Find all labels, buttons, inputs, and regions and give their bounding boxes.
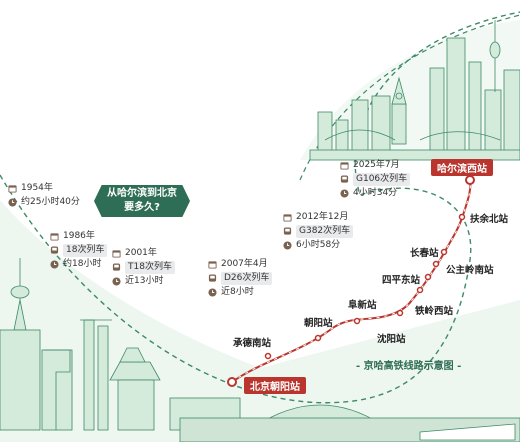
station-dot-gongzhuling	[432, 260, 440, 268]
clock-icon	[8, 197, 17, 207]
timeline-card-2007: 2007年4月 D26次列车 近8小时	[208, 257, 273, 299]
station-label-siping-east: 四平东站	[382, 275, 421, 286]
card-duration-row: 约18小时	[50, 257, 107, 271]
card-year-row: 1986年	[50, 229, 107, 243]
card-train-row: 18次列车	[50, 243, 108, 257]
card-year-row: 2007年4月	[208, 257, 272, 271]
card-duration: 约18小时	[63, 258, 102, 269]
calendar-icon	[112, 249, 121, 258]
station-dot-siping	[424, 273, 432, 281]
clock-icon	[283, 240, 292, 250]
question-line-2: 要多久?	[124, 202, 160, 213]
card-duration: 6小时58分	[296, 239, 341, 250]
station-label-gongzhuling-south: 公主岭南站	[446, 265, 494, 276]
station-markers	[227, 175, 475, 387]
calendar-icon	[208, 260, 217, 269]
calendar-icon	[50, 232, 59, 241]
train-icon	[283, 226, 292, 235]
harbin-skyline	[309, 20, 520, 161]
calendar-icon	[283, 213, 292, 222]
clock-icon	[208, 287, 217, 297]
station-label-shenyang: 沈阳站	[377, 334, 406, 345]
card-year: 2007年4月	[221, 258, 268, 269]
card-train: G106次列车	[353, 172, 411, 186]
card-year: 1954年	[21, 182, 53, 193]
train-icon	[340, 174, 349, 183]
station-dot-fuyu	[458, 213, 466, 221]
calendar-icon	[8, 184, 17, 193]
station-label-fuyu-north: 扶余北站	[470, 214, 509, 225]
clock-icon	[112, 276, 121, 286]
station-dot-harbin	[465, 175, 475, 185]
station-dot-chaoyang	[314, 334, 322, 342]
clock-icon	[50, 259, 59, 269]
timeline-card-1954: 1954年 约25小时40分	[8, 181, 80, 209]
station-label-changchun: 长春站	[410, 248, 439, 259]
card-year: 2025年7月	[353, 159, 400, 170]
train-silhouette	[419, 423, 516, 441]
card-duration: 近13小时	[125, 275, 164, 286]
timeline-card-2001: 2001年 T18次列车 近13小时	[112, 246, 175, 288]
timeline-card-1986: 1986年 18次列车 约18小时	[50, 229, 108, 271]
card-year-row: 1954年	[8, 181, 80, 195]
card-train: G382次列车	[296, 224, 354, 238]
question-line-1: 从哈尔滨到北京	[107, 188, 177, 199]
card-duration-row: 4小时34分	[340, 186, 410, 200]
station-label-chaoyang: 朝阳站	[304, 318, 333, 329]
card-duration-row: 6小时58分	[283, 238, 353, 252]
card-train: 18次列车	[63, 243, 108, 257]
train-icon	[208, 273, 217, 282]
card-train-row: T18次列车	[112, 260, 175, 274]
card-duration: 4小时34分	[353, 187, 398, 198]
station-dot-chengde	[264, 352, 272, 360]
card-duration: 约25小时40分	[21, 196, 80, 207]
card-train: T18次列车	[125, 260, 175, 274]
card-year-row: 2025年7月	[340, 158, 410, 172]
station-dot-fuxin	[353, 317, 361, 325]
card-train: D26次列车	[221, 271, 273, 285]
station-dot-shenyang	[396, 309, 404, 317]
station-dot-beijing	[227, 377, 237, 387]
card-year-row: 2012年12月	[283, 210, 353, 224]
card-train-row: G106次列车	[340, 172, 411, 186]
dashed-arc	[0, 11, 520, 404]
station-label-tieling-west: 铁岭西站	[415, 306, 454, 317]
card-duration: 近8小时	[221, 286, 254, 297]
station-label-beijing-chaoyang: 北京朝阳站	[244, 377, 306, 394]
card-year: 2012年12月	[296, 211, 349, 222]
station-label-fuxin: 阜新站	[348, 300, 377, 311]
train-icon	[112, 262, 121, 271]
train-icon	[50, 245, 59, 254]
timeline-card-2012: 2012年12月 G382次列车 6小时58分	[283, 210, 354, 252]
timeline-card-2025: 2025年7月 G106次列车 4小时34分	[340, 158, 411, 200]
clock-icon	[340, 188, 349, 198]
station-dot-changchun	[440, 248, 448, 256]
card-year-row: 2001年	[112, 246, 175, 260]
station-dot-tieling	[416, 286, 424, 294]
card-train-row: D26次列车	[208, 271, 273, 285]
question-banner: 从哈尔滨到北京 要多久?	[94, 185, 190, 217]
card-train-row: G382次列车	[283, 224, 354, 238]
calendar-icon	[340, 161, 349, 170]
card-year: 1986年	[63, 230, 95, 241]
card-duration-row: 近8小时	[208, 285, 272, 299]
station-label-harbin-west: 哈尔滨西站	[431, 159, 493, 176]
card-duration-row: 约25小时40分	[8, 195, 80, 209]
route-map-title: - 京哈高铁线路示意图 -	[356, 361, 462, 372]
station-label-chengde-south: 承德南站	[233, 338, 272, 349]
card-year: 2001年	[125, 247, 157, 258]
card-duration-row: 近13小时	[112, 274, 175, 288]
